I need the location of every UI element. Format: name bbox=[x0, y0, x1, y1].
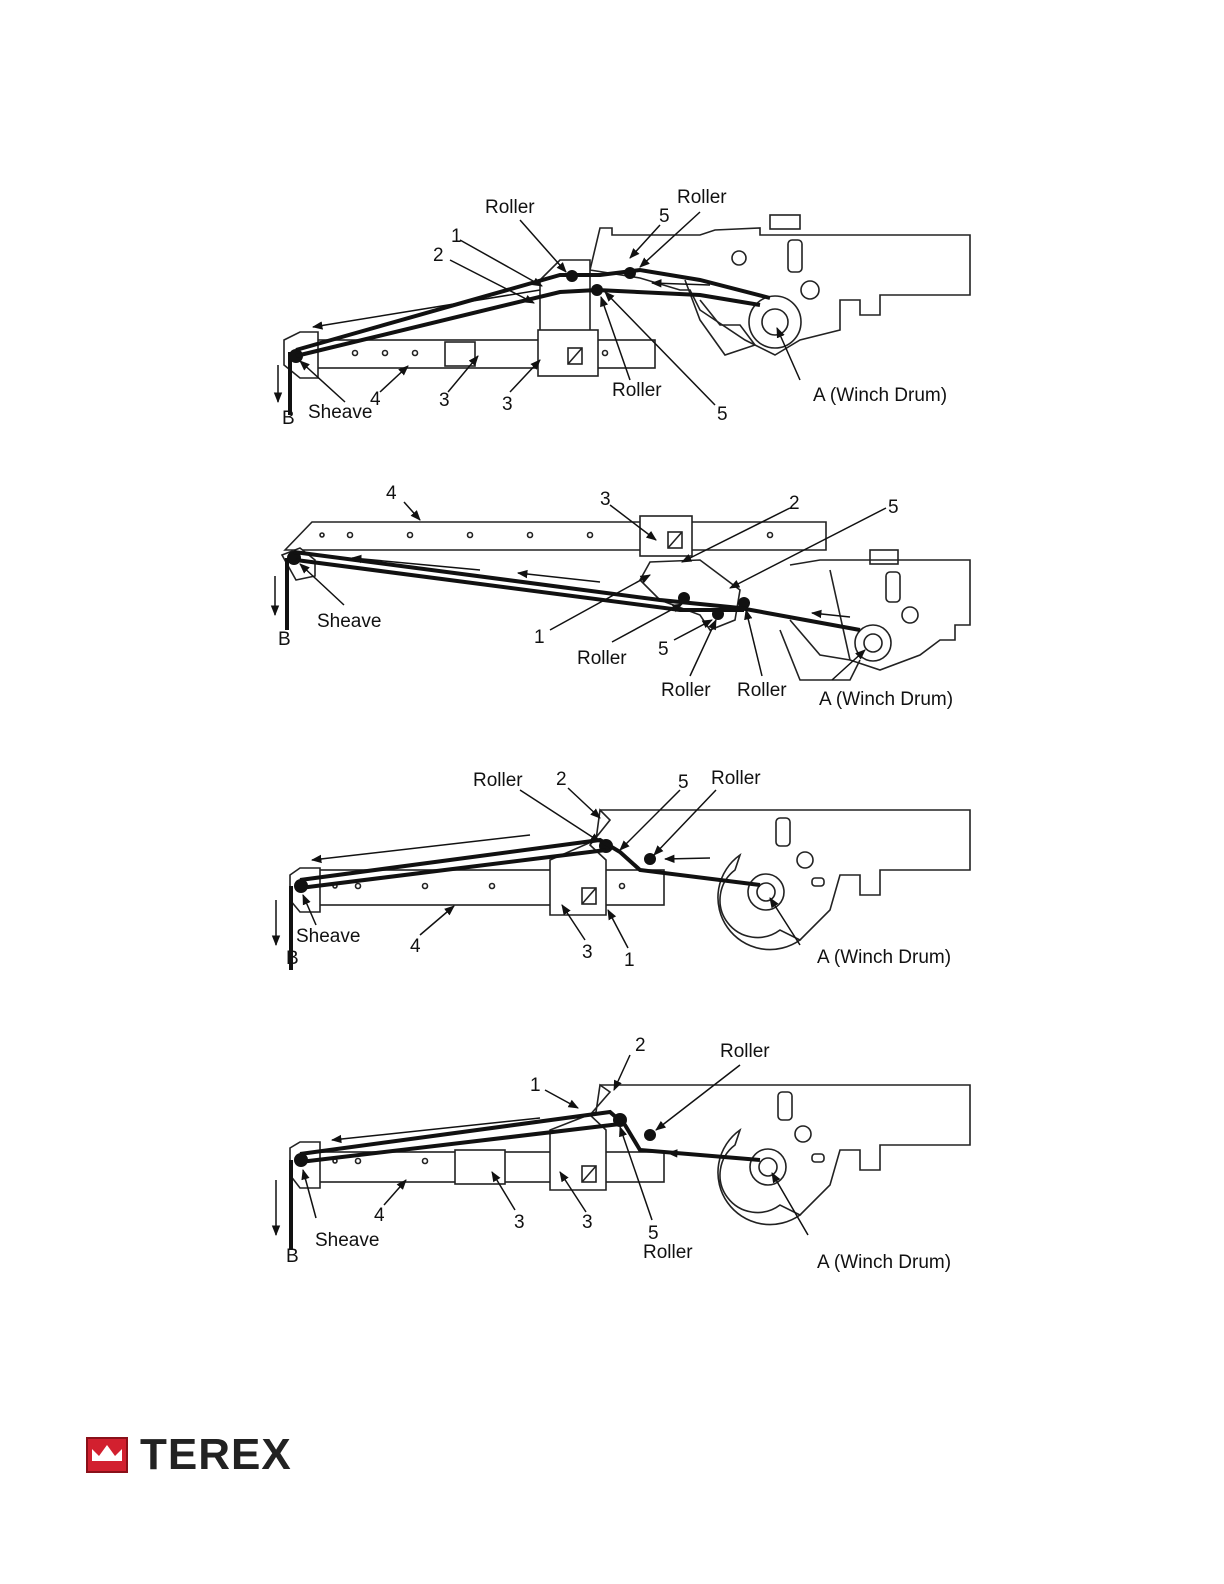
label-b: B bbox=[286, 1246, 299, 1267]
label-roller: Roller bbox=[473, 770, 523, 791]
winch-drum bbox=[855, 625, 891, 661]
leader-line bbox=[654, 790, 716, 855]
label-roller: Roller bbox=[661, 680, 711, 701]
leader-line bbox=[520, 790, 600, 842]
label-callout: 5 bbox=[678, 772, 689, 793]
leader-line bbox=[656, 1065, 740, 1130]
label-callout: 2 bbox=[635, 1035, 646, 1056]
label-roller: Roller bbox=[720, 1041, 770, 1062]
label-callout: 5 bbox=[717, 404, 728, 425]
label-callout: 4 bbox=[374, 1205, 385, 1226]
boom-head bbox=[290, 868, 320, 912]
leader-line bbox=[674, 620, 712, 640]
leader-line bbox=[608, 910, 628, 948]
label-callout: 2 bbox=[789, 493, 800, 514]
leader-line bbox=[640, 212, 700, 267]
terex-logo: TEREX bbox=[86, 1430, 292, 1480]
leader-line bbox=[772, 1173, 808, 1235]
figure-1: Roller Roller 1 2 5 4 3 3 Sheave B Rolle… bbox=[0, 180, 1224, 440]
label-callout: 4 bbox=[386, 483, 397, 504]
label-roller: Roller bbox=[643, 1242, 693, 1263]
label-sheave: Sheave bbox=[315, 1230, 379, 1251]
label-callout: 1 bbox=[451, 226, 462, 247]
leader-line bbox=[380, 366, 408, 392]
boom-section-4 bbox=[310, 340, 655, 368]
leader-line bbox=[460, 240, 542, 286]
winch-drum bbox=[718, 1130, 800, 1225]
label-roller: Roller bbox=[711, 768, 761, 789]
boom-head bbox=[290, 1142, 320, 1188]
label-winch-drum: A (Winch Drum) bbox=[817, 1252, 951, 1273]
label-callout: 5 bbox=[658, 639, 669, 660]
direction-arrow bbox=[665, 858, 710, 859]
label-callout: 1 bbox=[534, 627, 545, 648]
label-winch-drum: A (Winch Drum) bbox=[819, 689, 953, 710]
label-b: B bbox=[278, 629, 291, 650]
label-callout: 3 bbox=[502, 394, 513, 415]
label-callout: 1 bbox=[530, 1075, 541, 1096]
direction-arrow bbox=[812, 613, 850, 617]
label-roller: Roller bbox=[612, 380, 662, 401]
leader-line bbox=[612, 604, 682, 642]
label-callout: 3 bbox=[582, 1212, 593, 1233]
boom-section-4 bbox=[318, 870, 664, 905]
label-roller: Roller bbox=[485, 197, 535, 218]
carriage-block bbox=[550, 810, 610, 915]
label-roller: Roller bbox=[677, 187, 727, 208]
label-sheave: Sheave bbox=[296, 926, 360, 947]
boom-section-4 bbox=[285, 522, 826, 550]
leader-line bbox=[384, 1180, 406, 1205]
label-winch-drum: A (Winch Drum) bbox=[817, 947, 951, 968]
direction-arrow bbox=[312, 835, 530, 860]
leader-line bbox=[520, 220, 566, 272]
label-callout: 5 bbox=[659, 206, 670, 227]
label-callout: 5 bbox=[888, 497, 899, 518]
label-callout: 3 bbox=[582, 942, 593, 963]
leader-line bbox=[568, 788, 600, 818]
label-callout: 2 bbox=[433, 245, 444, 266]
leader-line bbox=[420, 906, 454, 935]
leader-line bbox=[545, 1090, 578, 1108]
logo-wordmark: TEREX bbox=[140, 1430, 292, 1480]
label-callout: 3 bbox=[439, 390, 450, 411]
figure-3: Roller 2 5 Roller Sheave B 4 3 1 A (Winc… bbox=[0, 760, 1224, 980]
label-b: B bbox=[286, 948, 299, 969]
label-roller: Roller bbox=[577, 648, 627, 669]
label-b: B bbox=[282, 408, 295, 429]
leader-line bbox=[404, 502, 420, 520]
label-callout: 1 bbox=[624, 950, 635, 971]
label-winch-drum: A (Winch Drum) bbox=[813, 385, 947, 406]
label-callout: 3 bbox=[600, 489, 611, 510]
leader-line bbox=[746, 610, 762, 676]
leader-line bbox=[450, 260, 534, 303]
label-callout: 3 bbox=[514, 1212, 525, 1233]
direction-arrow bbox=[313, 290, 540, 327]
leader-line bbox=[620, 790, 680, 850]
carriage-block bbox=[550, 1085, 610, 1190]
leader-line bbox=[690, 620, 716, 676]
label-callout: 4 bbox=[410, 936, 421, 957]
figure-4: 2 Roller 1 4 3 3 5 Roller Sheave B A (Wi… bbox=[0, 1030, 1224, 1270]
label-callout: 2 bbox=[556, 769, 567, 790]
label-sheave: Sheave bbox=[308, 402, 372, 423]
label-sheave: Sheave bbox=[317, 611, 381, 632]
figure-2: 4 3 2 5 Sheave B 1 Roller 5 Roller Rolle… bbox=[0, 480, 1224, 720]
winch-drum bbox=[718, 855, 800, 950]
leader-line bbox=[300, 564, 344, 605]
direction-arrow bbox=[518, 573, 600, 582]
roller-2 bbox=[644, 1129, 656, 1141]
label-callout: 5 bbox=[648, 1223, 659, 1244]
label-roller: Roller bbox=[737, 680, 787, 701]
crown-icon bbox=[86, 1437, 128, 1473]
